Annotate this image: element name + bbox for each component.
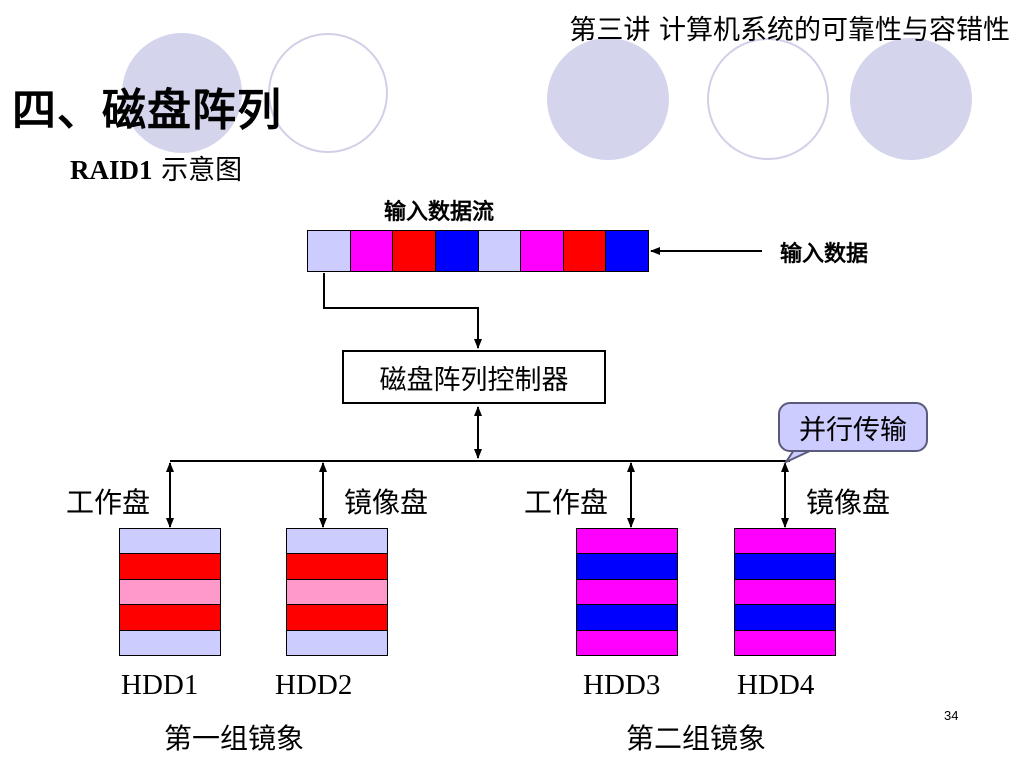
role-label-mirror-1: 镜像盘 bbox=[344, 486, 429, 519]
disk-stripe bbox=[120, 529, 220, 555]
stream-to-controller-line bbox=[323, 273, 482, 349]
disk-stripe bbox=[577, 554, 677, 580]
disk-stripe bbox=[287, 605, 387, 631]
decor-circle-3 bbox=[547, 38, 669, 160]
stream-block bbox=[393, 231, 436, 271]
disk-stripe bbox=[577, 605, 677, 631]
disk-hdd4 bbox=[734, 528, 836, 656]
page-number: 34 bbox=[944, 708, 959, 723]
disk-stripe bbox=[735, 579, 835, 606]
stream-block bbox=[435, 231, 479, 271]
disk-hdd1 bbox=[119, 528, 221, 656]
decor-circle-5 bbox=[850, 38, 972, 160]
disk-stripe bbox=[735, 605, 835, 631]
subtitle-raid-level: RAID1 bbox=[70, 155, 153, 185]
subtitle-text: 示意图 bbox=[152, 155, 243, 186]
role-label-work-1: 工作盘 bbox=[66, 486, 151, 519]
disk-label-hdd2: HDD2 bbox=[275, 669, 353, 701]
mirror-group-2-label: 第二组镜象 bbox=[626, 722, 767, 755]
input-data-label: 输入数据 bbox=[780, 241, 869, 267]
disk-stripe bbox=[287, 579, 387, 606]
disk-stripe bbox=[287, 529, 387, 555]
mirror-group-1-label: 第一组镜象 bbox=[164, 722, 305, 755]
disk-stripe bbox=[577, 630, 677, 656]
disk-stripe bbox=[577, 529, 677, 555]
raid-controller-box: 磁盘阵列控制器 bbox=[342, 350, 606, 404]
disk-stripe bbox=[287, 554, 387, 580]
disk-stripe bbox=[735, 554, 835, 580]
role-label-work-2: 工作盘 bbox=[524, 486, 609, 519]
disk-stripe bbox=[120, 579, 220, 606]
lecture-header: 第三讲 计算机系统的可靠性与容错性 bbox=[569, 15, 1010, 46]
disk-stripe bbox=[735, 630, 835, 656]
disk-stripe bbox=[120, 605, 220, 631]
section-title: 四、磁盘阵列 bbox=[12, 85, 282, 136]
stream-block bbox=[563, 231, 607, 271]
disk-stripe bbox=[577, 579, 677, 606]
disk-label-hdd3: HDD3 bbox=[583, 669, 661, 701]
role-label-mirror-2: 镜像盘 bbox=[806, 486, 891, 519]
decor-circle-2 bbox=[268, 33, 388, 153]
stream-block bbox=[308, 231, 351, 271]
disk-stripe bbox=[120, 554, 220, 580]
parallel-transfer-callout: 并行传输 bbox=[778, 402, 928, 452]
decor-circle-1 bbox=[122, 33, 242, 153]
disk-hdd3 bbox=[576, 528, 678, 656]
decor-circle-4 bbox=[707, 38, 829, 160]
disk-hdd2 bbox=[286, 528, 388, 656]
stream-block bbox=[478, 231, 522, 271]
stream-block bbox=[521, 231, 564, 271]
disk-label-hdd4: HDD4 bbox=[737, 669, 815, 701]
disk-stripe bbox=[735, 529, 835, 555]
input-data-stream bbox=[307, 230, 649, 272]
disk-stripe bbox=[287, 630, 387, 656]
input-stream-label: 输入数据流 bbox=[384, 199, 495, 225]
stream-block bbox=[606, 231, 648, 271]
disk-stripe bbox=[120, 630, 220, 656]
disk-label-hdd1: HDD1 bbox=[121, 669, 199, 701]
stream-block bbox=[350, 231, 394, 271]
diagram-subtitle: RAID1 示意图 bbox=[70, 148, 242, 187]
